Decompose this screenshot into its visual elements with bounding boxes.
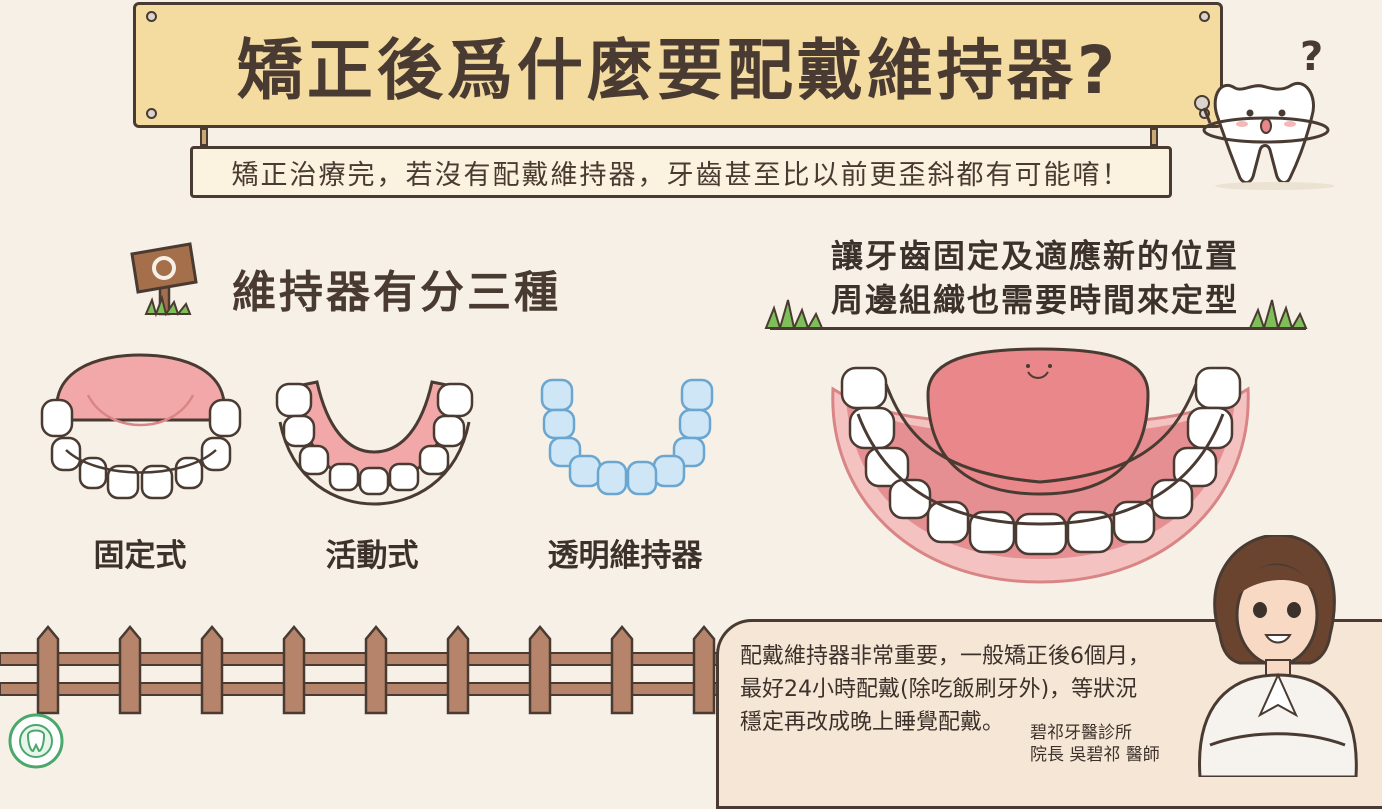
question-mark: ? <box>1300 34 1323 80</box>
dentist-quote-line: 穩定再改成晚上睡覺配戴。 <box>740 710 1005 735</box>
retainer-label-fixed: 固定式 <box>93 538 187 574</box>
retainer-label-removable: 活動式 <box>325 538 419 574</box>
tooth-mascot-icon: ? <box>1194 34 1335 190</box>
dentist-quote: 配戴維持器非常重要，一般矯正後6個月， 最好24小時配戴(除吃飯刷牙外)，等狀況… <box>740 640 1180 739</box>
stabilization-heading: 讓牙齒固定及適應新的位置 周邊組織也需要時間來定型 <box>790 234 1280 322</box>
fixed-retainer-icon <box>40 353 242 500</box>
grass-icon <box>1248 299 1308 330</box>
clinic-signature: 碧祁牙醫診所 院長 吳碧祁 醫師 <box>1030 722 1160 766</box>
signpost-icon <box>130 242 198 318</box>
grass-icon <box>764 299 824 330</box>
subtitle-box: 矯正治療完，若沒有配戴維持器，牙齒甚至比以前更歪斜都有可能唷！ <box>190 146 1172 198</box>
screw-icon <box>146 11 157 22</box>
board-post <box>1150 128 1158 146</box>
stabilization-heading-line: 周邊組織也需要時間來定型 <box>830 281 1239 319</box>
fence-illustration <box>0 625 720 715</box>
ground-line <box>770 327 1306 330</box>
screw-icon <box>146 108 157 119</box>
stabilization-heading-line: 讓牙齒固定及適應新的位置 <box>830 237 1239 275</box>
mouth-retainer-illustration <box>831 347 1250 584</box>
clear-retainer-icon <box>540 378 714 496</box>
dentist-quote-line: 配戴維持器非常重要，一般矯正後6個月， <box>740 644 1150 669</box>
removable-retainer-icon <box>275 380 474 506</box>
types-heading: 維持器有分三種 <box>232 267 561 318</box>
doctor-name: 院長 吳碧祁 醫師 <box>1030 745 1160 765</box>
board-post <box>200 128 208 146</box>
clinic-logo-icon <box>8 713 64 769</box>
page-title: 矯正後爲什麼要配戴維持器? <box>236 32 1120 109</box>
screw-icon <box>1199 11 1210 22</box>
dentist-quote-line: 最好24小時配戴(除吃飯刷牙外)，等狀況 <box>740 677 1138 702</box>
clinic-name: 碧祁牙醫診所 <box>1030 723 1132 743</box>
title-board: 矯正後爲什麼要配戴維持器? <box>133 2 1223 128</box>
retainer-label-clear: 透明維持器 <box>547 538 703 574</box>
subtitle: 矯正治療完，若沒有配戴維持器，牙齒甚至比以前更歪斜都有可能唷！ <box>231 159 1131 191</box>
dentist-character-icon <box>1198 535 1358 777</box>
